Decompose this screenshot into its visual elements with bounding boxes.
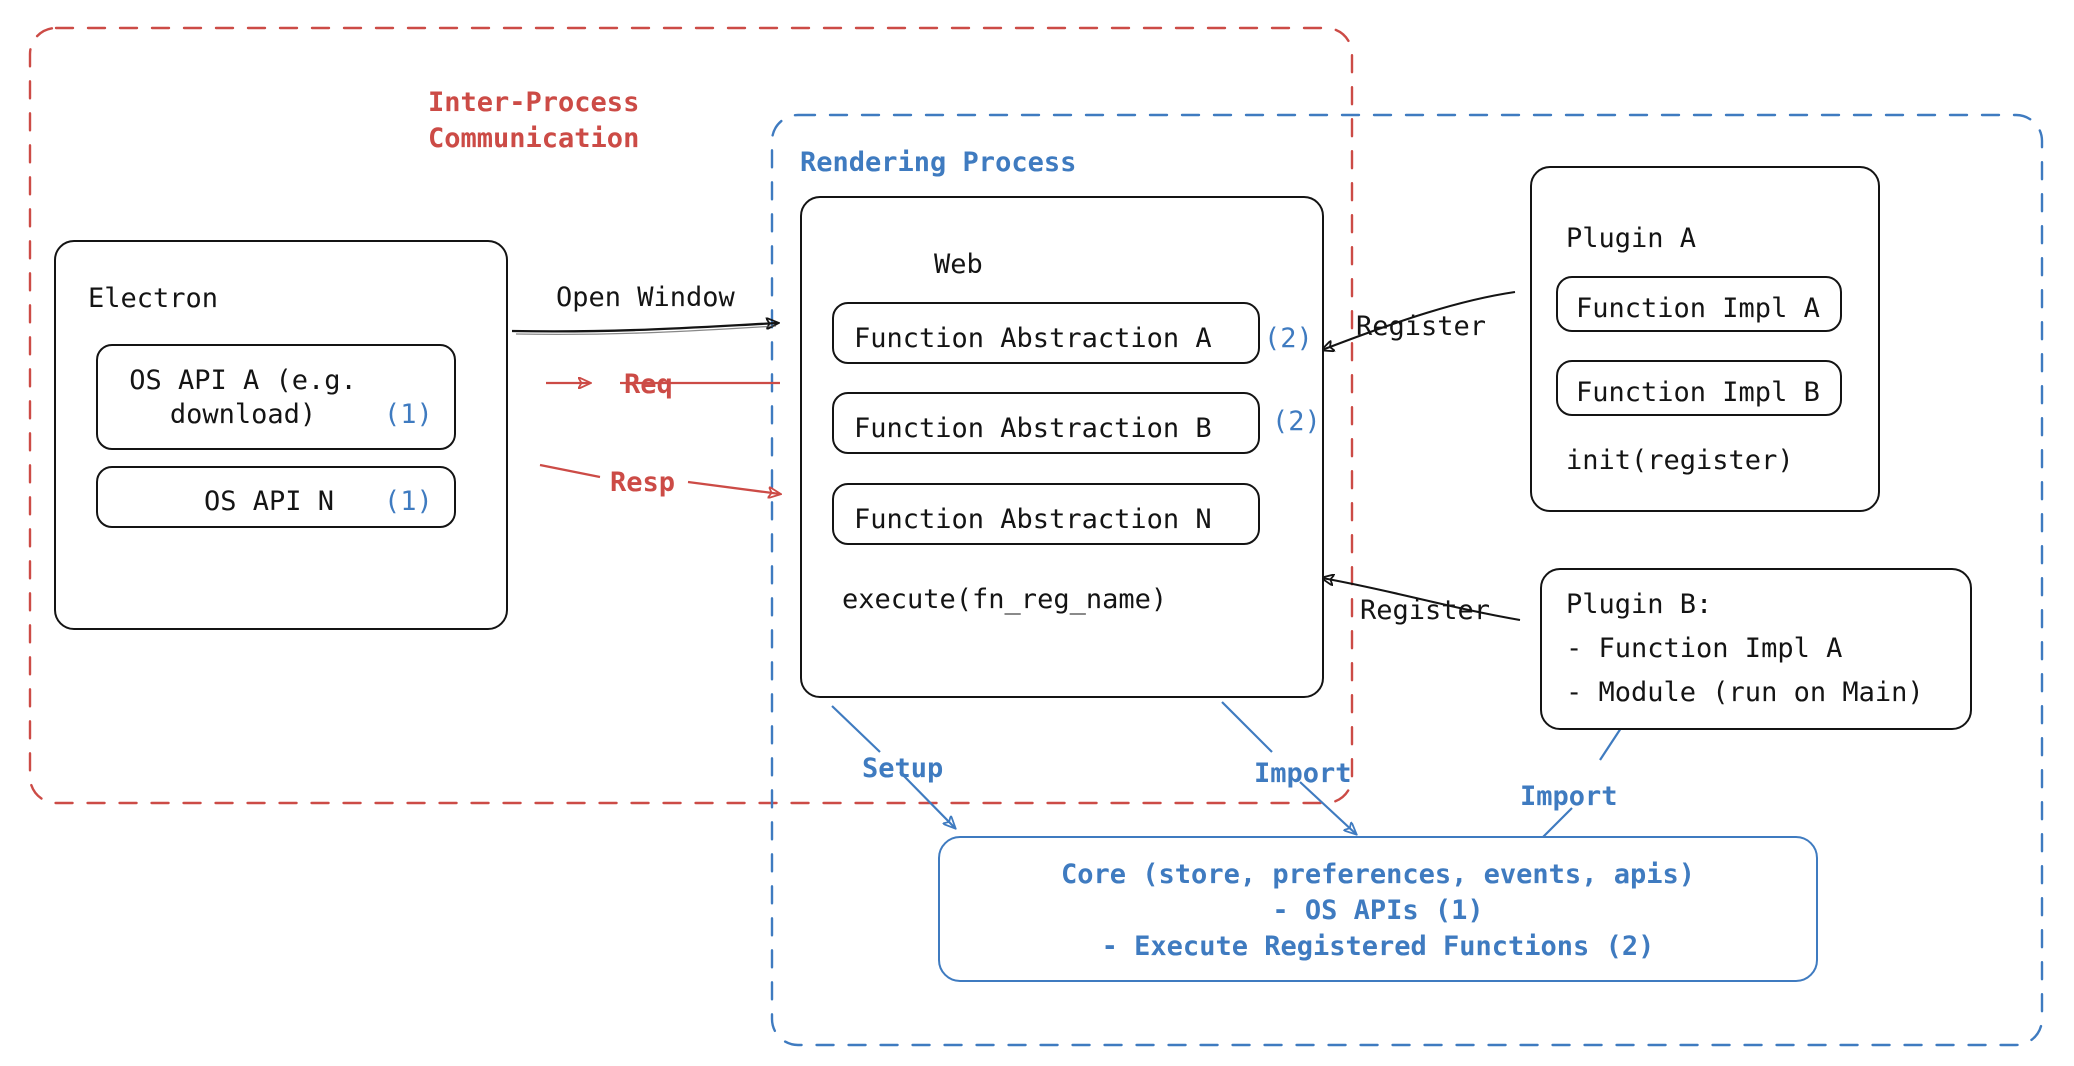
open-window-arrow — [511, 323, 778, 333]
function-abstraction-b-box[interactable] — [832, 392, 1260, 454]
function-abstraction-b-tag: (2) — [1272, 406, 1321, 437]
plugin-b-line-2: - Module (run on Main) — [1566, 677, 1924, 708]
import-web-arrow — [1221, 701, 1273, 753]
function-abstraction-n-label: Function Abstraction N — [854, 504, 1212, 535]
import-web-edge-label: Import — [1254, 758, 1352, 789]
function-impl-a-box[interactable] — [1556, 276, 1842, 332]
setup-edge-label: Setup — [862, 753, 944, 784]
os-api-n-label: OS API N — [204, 486, 335, 517]
resp-edge-label: Resp — [610, 467, 676, 498]
function-impl-a-label: Function Impl A — [1576, 293, 1820, 324]
open-window-arrow-sketch — [515, 325, 777, 336]
import-plugin-b-edge-label: Import — [1520, 781, 1618, 812]
core-node[interactable] — [938, 836, 1818, 982]
setup-arrow — [831, 705, 881, 753]
function-abstraction-a-box[interactable] — [832, 302, 1260, 364]
plugin-b-line-1: - Function Impl A — [1566, 633, 1843, 664]
function-abstraction-a-label: Function Abstraction A — [854, 323, 1212, 354]
os-api-a-box[interactable] — [96, 344, 456, 450]
function-abstraction-b-label: Function Abstraction B — [854, 413, 1212, 444]
plugin-b-title: Plugin B: — [1566, 589, 1713, 620]
open-window-edge-label: Open Window — [556, 282, 735, 313]
function-abstraction-n-box[interactable] — [832, 483, 1260, 545]
req-edge-label: Req — [624, 369, 673, 400]
rendering-process-region-label: Rendering Process — [800, 147, 1077, 178]
ipc-region-label-line2: Communication — [428, 123, 640, 154]
electron-node-title: Electron — [88, 283, 219, 314]
resp-arrow — [687, 480, 780, 494]
resp-arrow-tail — [539, 463, 601, 479]
function-abstraction-a-tag: (2) — [1264, 323, 1313, 354]
os-api-a-label-line1: OS API A (e.g. — [129, 365, 357, 396]
ipc-region-label-line1: Inter-Process — [428, 87, 640, 118]
web-node-title: Web — [934, 249, 983, 280]
plugin-a-init-label: init(register) — [1566, 445, 1794, 476]
os-api-n-tag: (1) — [384, 486, 433, 517]
plugin-b-node[interactable] — [1540, 568, 1972, 730]
os-api-a-tag: (1) — [384, 399, 433, 430]
plugin-a-title: Plugin A — [1566, 223, 1697, 254]
function-impl-b-box[interactable] — [1556, 360, 1842, 416]
plugin-a-node[interactable] — [1530, 166, 1880, 512]
function-impl-b-label: Function Impl B — [1576, 377, 1820, 408]
web-execute-label: execute(fn_reg_name) — [842, 584, 1168, 615]
core-line-1: Core (store, preferences, events, apis) — [1061, 859, 1695, 890]
core-line-3: - Execute Registered Functions (2) — [1101, 931, 1655, 962]
register-plugin-a-edge-label: Register — [1356, 311, 1487, 342]
os-api-a-label-line2: download) — [169, 399, 317, 430]
core-line-2: - OS APIs (1) — [1272, 895, 1484, 926]
register-plugin-b-edge-label: Register — [1360, 595, 1491, 626]
os-api-n-box[interactable] — [96, 466, 456, 528]
